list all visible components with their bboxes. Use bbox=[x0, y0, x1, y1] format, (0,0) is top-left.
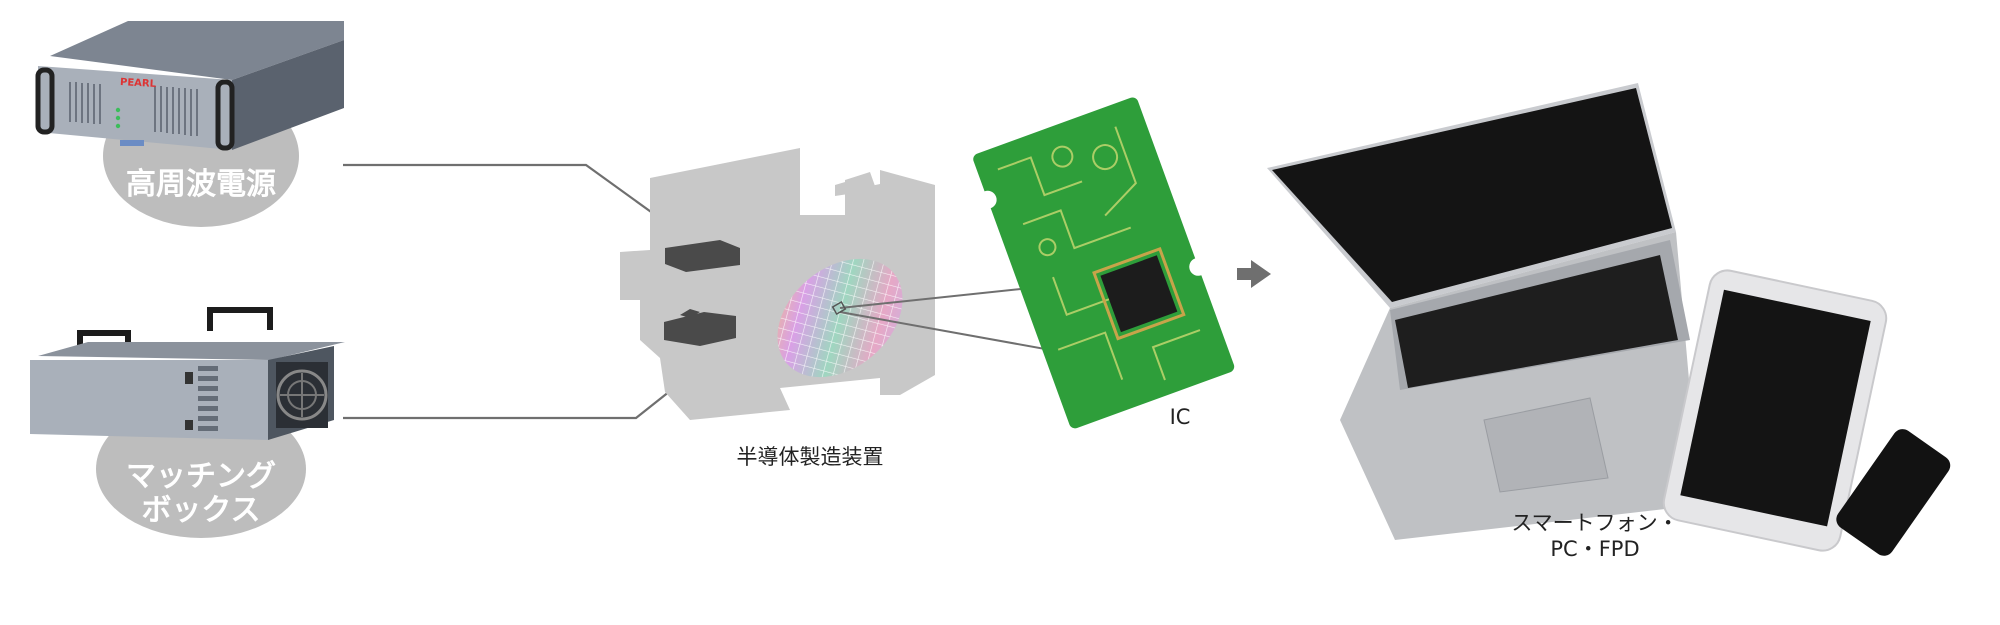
rf-connector-line bbox=[343, 163, 691, 241]
right-arrow-icon bbox=[1237, 260, 1271, 288]
matching-box-label: マッチング ボックス bbox=[126, 459, 276, 528]
smartphone bbox=[1836, 429, 1951, 556]
devices-label: スマートフォン・ PC・FPD bbox=[1511, 511, 1679, 561]
upper-chamber-block bbox=[665, 240, 740, 272]
zoom-line-top bbox=[839, 286, 1041, 309]
silicon-wafer bbox=[777, 258, 903, 378]
pcb-label: IC bbox=[1169, 405, 1191, 429]
lower-chamber-block bbox=[664, 312, 736, 346]
tablet bbox=[1662, 269, 1888, 552]
circuit-board bbox=[973, 97, 1235, 429]
laptop bbox=[1267, 83, 1700, 540]
mb-connector-line bbox=[343, 371, 695, 420]
rf-power-supply-label: 高周波電源 bbox=[126, 167, 276, 202]
equipment-label: 半導体製造装置 bbox=[736, 445, 884, 469]
ic-chip bbox=[1100, 255, 1178, 333]
